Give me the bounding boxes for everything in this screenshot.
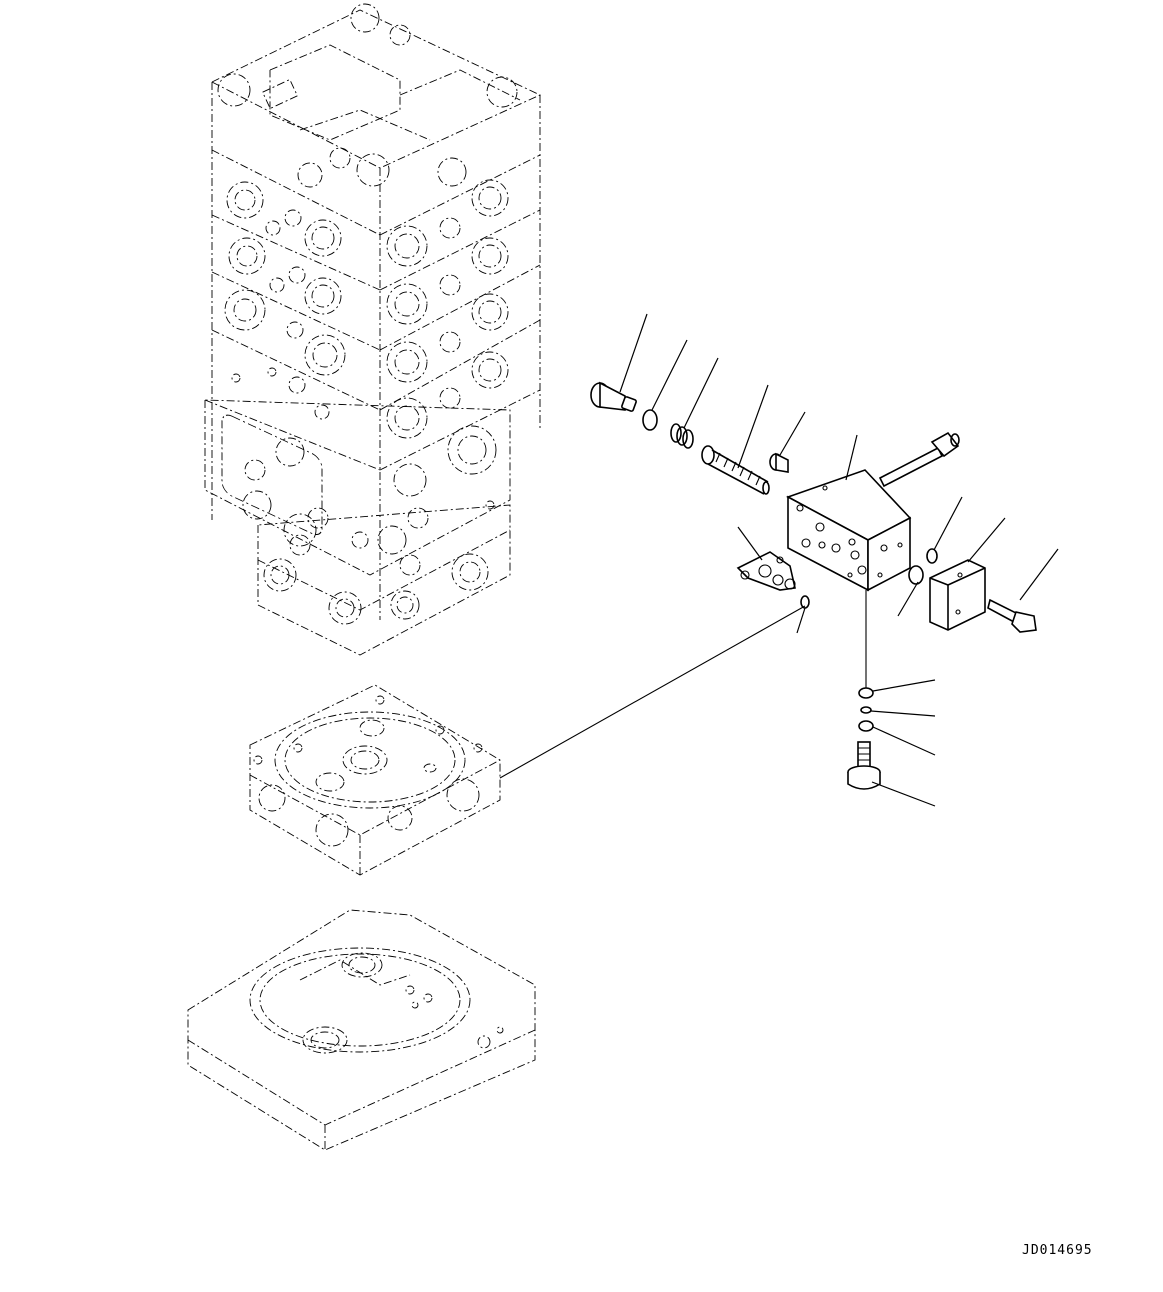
valve-block [786,469,912,592]
plug [590,381,637,412]
seat [769,452,789,473]
control-valve-stack [204,3,542,656]
check-valve-plug [847,741,881,790]
long-bolt [878,431,960,488]
o-ring-1 [642,409,658,431]
seal-rings [858,687,874,732]
o-ring-2 [908,548,938,585]
cover-plate [929,559,986,631]
gasket-set [736,551,810,609]
leader-lines [499,313,1059,807]
shim-set [670,423,694,449]
bolt-short [987,598,1037,633]
document-id-label: JD014695 [1022,1243,1093,1258]
spring-poppet [701,445,770,495]
valve-section-plate [249,684,501,876]
valve-end-plate [187,909,536,1151]
